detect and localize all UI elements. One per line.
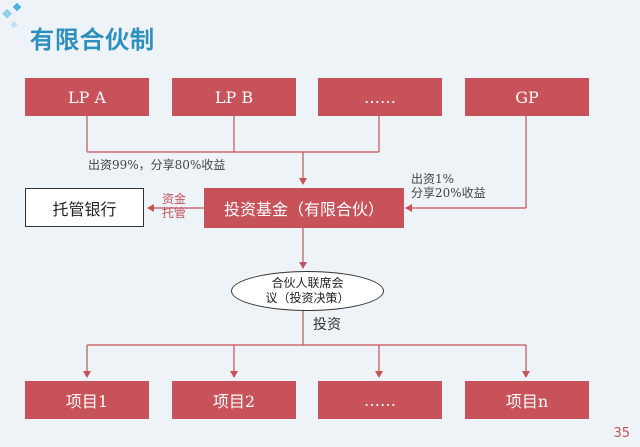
committee-line2: 议（投资决策） — [265, 291, 350, 305]
gp-box: GP — [465, 78, 589, 116]
custodian-bank-box: 托管银行 — [25, 188, 144, 227]
lp-b-box: LP B — [172, 78, 296, 116]
lp-a-box: LP A — [25, 78, 149, 116]
custody-label: 资金 托管 — [162, 192, 186, 220]
partners-committee-ellipse: 合伙人联席会 议（投资决策） — [231, 271, 384, 311]
project-n-box: 项目n — [465, 381, 589, 419]
project-2-box: 项目2 — [172, 381, 296, 419]
page-title: 有限合伙制 — [30, 26, 155, 54]
decoration-dots — [2, 2, 22, 29]
custody-line1: 资金 — [162, 192, 187, 206]
gp-note-line1: 出资1% — [411, 172, 455, 186]
custody-line2: 托管 — [162, 206, 187, 220]
invest-label: 投资 — [313, 317, 341, 333]
project-1-box: 项目1 — [25, 381, 149, 419]
committee-line1: 合伙人联席会 — [271, 276, 344, 290]
lp-contribution-note: 出资99%，分享80%收益 — [88, 158, 226, 172]
fund-box: 投资基金（有限合伙） — [204, 188, 404, 228]
lp-more-box: …… — [318, 78, 442, 116]
gp-contribution-note: 出资1% 分享20%收益 — [411, 172, 486, 200]
page-number: 35 — [613, 426, 630, 441]
gp-note-line2: 分享20%收益 — [411, 186, 486, 200]
project-more-box: …… — [318, 381, 442, 419]
